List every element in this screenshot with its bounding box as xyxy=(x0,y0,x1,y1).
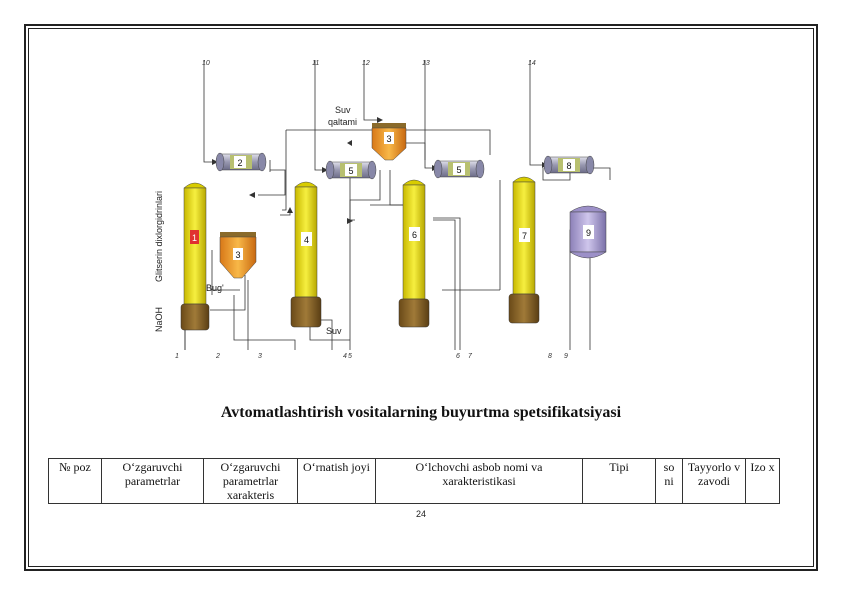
point-number: 13 xyxy=(422,60,430,67)
equipment-number: 4 xyxy=(304,235,309,245)
condenser-5-second: 5 xyxy=(433,159,485,179)
equipment-number: 2 xyxy=(237,158,242,168)
col-header-manufacturer: Tayyorlo v zavodi xyxy=(682,458,746,504)
point-number: 11 xyxy=(312,60,319,67)
point-number: 14 xyxy=(528,60,536,67)
point-number: 4 xyxy=(343,353,347,360)
specification-table: № poz O‘zgaruvchi parametrlar O‘zgaruvch… xyxy=(48,458,780,504)
equipment-number: 5 xyxy=(456,165,461,175)
water-condenser-label-line2: qaltami xyxy=(328,117,357,127)
water-label: Suv xyxy=(326,326,342,336)
equipment-number: 5 xyxy=(348,166,353,176)
column-4: 4 xyxy=(290,181,322,328)
process-flow-diagram: 1 2 3 4 5 3 xyxy=(154,60,611,360)
column-1: 1 xyxy=(180,182,210,331)
condenser-2: 2 xyxy=(215,152,267,172)
column-6: 6 xyxy=(398,179,430,328)
equipment-number: 9 xyxy=(586,228,591,238)
naoh-label: NaOH xyxy=(154,307,164,332)
water-condenser-label-line1: Suv xyxy=(335,105,351,115)
point-number: 3 xyxy=(258,353,262,360)
point-number: 8 xyxy=(548,353,552,360)
column-7: 7 xyxy=(508,176,540,324)
page-number: 24 xyxy=(415,509,426,519)
page-frame-outer xyxy=(24,24,818,571)
equipment-number: 8 xyxy=(566,161,571,171)
receiver-9: 9 xyxy=(569,205,607,259)
point-number: 10 xyxy=(202,60,210,67)
glycerin-distillates-label: Glitserin dixlorgidrinlari xyxy=(154,191,164,282)
col-header-parameter-characteristics: O‘zgaruvchi parametrlar xarakteris xyxy=(203,458,298,504)
point-number: 7 xyxy=(468,353,473,360)
hopper-3-top: 3 xyxy=(371,123,407,161)
point-number: 1 xyxy=(175,353,179,360)
page-frame-inner xyxy=(28,28,814,567)
col-header-parameters: O‘zgaruvchi parametrlar xyxy=(101,458,204,504)
equipment-number: 3 xyxy=(386,134,391,144)
table-header-row: № poz O‘zgaruvchi parametrlar O‘zgaruvch… xyxy=(48,458,780,504)
col-header-type: Tipi xyxy=(582,458,656,504)
point-number: 6 xyxy=(456,353,460,360)
equipment-number: 7 xyxy=(522,231,527,241)
col-header-installation-place: O‘rnatish joyi xyxy=(297,458,376,504)
col-header-notes: Izo x xyxy=(745,458,780,504)
point-number: 12 xyxy=(362,60,370,67)
equipment-number: 6 xyxy=(412,230,417,240)
condenser-5-first: 5 xyxy=(325,160,377,180)
steam-label: Bug' xyxy=(206,283,224,293)
condenser-8: 8 xyxy=(543,155,595,175)
col-header-quantity: so ni xyxy=(655,458,683,504)
pipelines xyxy=(184,60,611,350)
section-heading: Avtomatlashtirish vositalarning buyurtma… xyxy=(220,404,622,421)
point-number: 2 xyxy=(215,353,220,360)
col-header-instrument-name: O‘lchovchi asbob nomi va xarakteristikas… xyxy=(375,458,583,504)
hopper-3-left: 3 xyxy=(219,232,257,279)
col-header-position: № poz xyxy=(48,458,102,504)
point-number: 5 xyxy=(348,353,352,360)
point-number: 9 xyxy=(564,353,568,360)
equipment-number: 1 xyxy=(192,233,197,243)
equipment-number: 3 xyxy=(235,250,240,260)
